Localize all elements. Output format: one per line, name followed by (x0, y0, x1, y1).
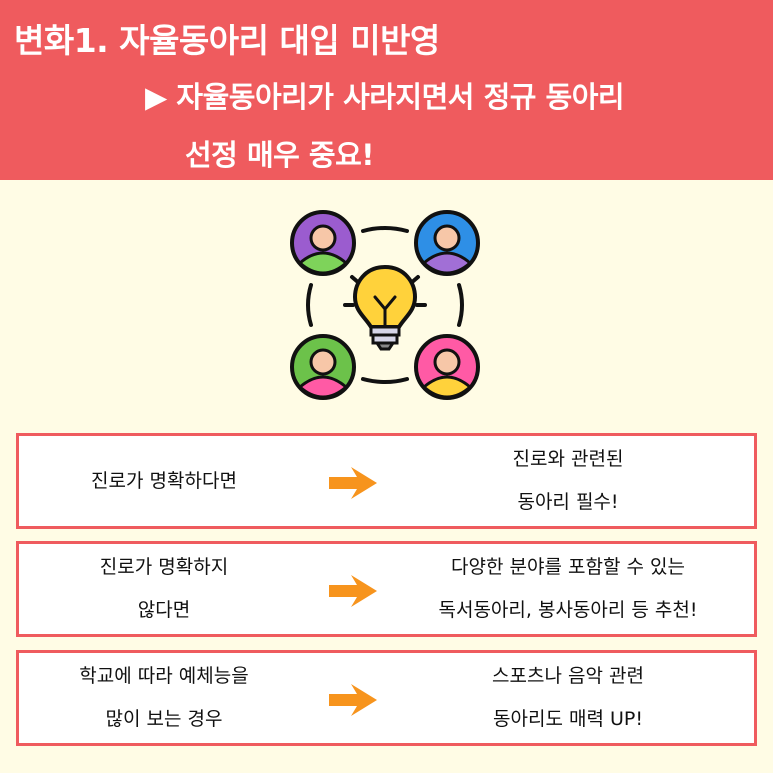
person-pink-icon (414, 334, 480, 400)
person-purple-icon (290, 210, 356, 276)
person-green-icon (290, 334, 356, 400)
condition-text: 진로가 명확하지 않다면 (99, 556, 229, 621)
header-banner: 변화1. 자율동아리 대입 미반영 ▶ 자율동아리가 사라지면서 정규 동아리 … (0, 0, 773, 180)
result-text: 다양한 분야를 포함할 수 있는 독서동아리, 봉사동아리 등 추천! (438, 556, 698, 621)
person-blue-icon (414, 210, 480, 276)
condition-text: 진로가 명확하다면 (91, 469, 237, 492)
recommendation-row-2: 진로가 명확하지 않다면 다양한 분야를 포함할 수 있는 독서동아리, 봉사동… (16, 541, 757, 637)
result-text: 스포츠나 음악 관련 동아리도 매력 UP! (492, 665, 644, 730)
arrow-right-icon (329, 684, 377, 716)
page-title: 변화1. 자율동아리 대입 미반영 (14, 21, 440, 60)
team-idea-illustration (290, 210, 480, 400)
lightbulb-icon (352, 264, 418, 351)
recommendation-row-3: 학교에 따라 예체능을 많이 보는 경우 스포츠나 음악 관련 동아리도 매력 … (16, 650, 757, 746)
arrow-right-icon (329, 467, 377, 499)
subtitle-line-2: 선정 매우 중요! (185, 138, 375, 172)
condition-text: 학교에 따라 예체능을 많이 보는 경우 (79, 665, 249, 730)
subtitle-line-1: ▶ 자율동아리가 사라지면서 정규 동아리 (145, 80, 625, 114)
arrow-right-icon (329, 575, 377, 607)
recommendation-row-1: 진로가 명확하다면 진로와 관련된 동아리 필수! (16, 433, 757, 529)
result-text: 진로와 관련된 동아리 필수! (512, 448, 624, 513)
